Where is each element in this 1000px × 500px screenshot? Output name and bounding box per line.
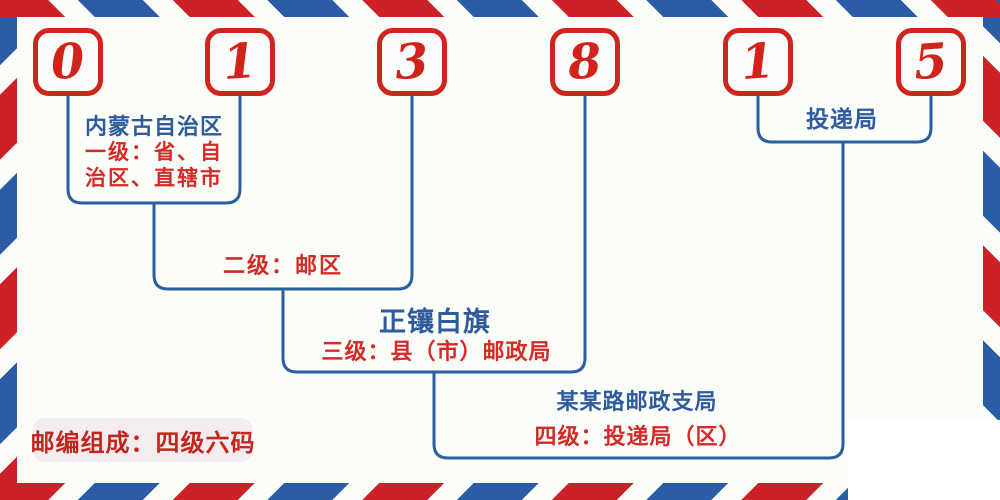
level3-county-name: 正镶白旗 [379,307,491,337]
airmail-border-right [983,0,1000,500]
airmail-border-left [0,0,17,500]
airmail-border-bottom [0,483,1000,500]
bracket-level4-path [432,142,845,460]
level4-description: 四级：投递局（区） [534,424,742,449]
level4-branch-name: 某某路邮政支局 [556,389,718,414]
postal-digit-box-5: 1 [723,28,793,96]
postal-digit-5: 1 [739,32,777,92]
postal-digit-3: 3 [393,32,431,92]
postal-digit-box-4: 8 [550,28,620,96]
postal-digit-2: 1 [221,32,259,92]
delivery-office-label: 投递局 [806,106,878,132]
level3-description: 三级：县（市）邮政局 [321,339,552,364]
level2-description: 二级：邮区 [222,253,343,278]
airmail-border-top [0,0,1000,17]
postal-digit-box-3: 3 [377,28,447,96]
level1-region-name: 内蒙古自治区 [84,114,223,139]
postal-digit-1: 0 [49,32,87,92]
postal-digit-box-6: 5 [896,28,966,96]
postal-digit-box-2: 1 [205,28,275,96]
bracket-delivery-path [756,96,933,144]
postal-digit-box-1: 0 [33,28,103,96]
level1-label-block: 内蒙古自治区 一级：省、自 治区、直辖市 [66,114,242,192]
level1-description-line2: 治区、直辖市 [85,167,223,190]
postcode-composition-badge: 邮编组成：四级六码 [31,418,255,462]
postal-digit-6: 5 [912,32,950,92]
postal-digit-4: 8 [566,32,604,92]
level1-description-line1: 一级：省、自 [85,141,223,164]
bottom-right-white-patch [848,420,1000,500]
